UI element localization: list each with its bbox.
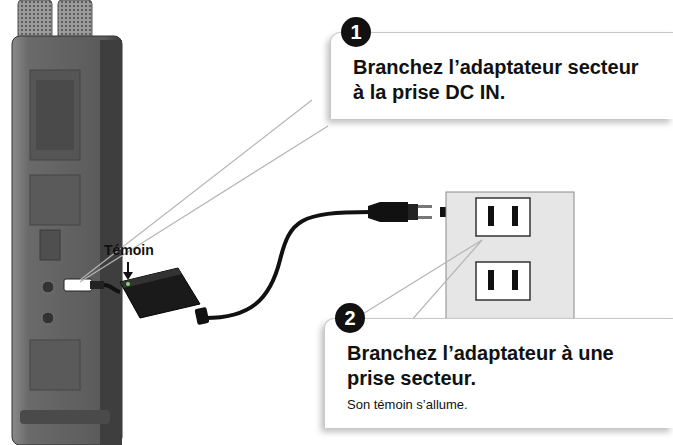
cable — [205, 212, 370, 318]
wall-outlet — [446, 192, 574, 320]
part-label: Témoin — [104, 242, 154, 258]
cable — [104, 285, 120, 292]
callout-box: 2Branchez l’adaptateur à une prise secte… — [324, 318, 673, 428]
ac-adapter — [120, 268, 210, 325]
instruction-text: Branchez l’adaptateur à une prise secteu… — [347, 341, 655, 391]
callout-box: 1Branchez l’adaptateur secteur à la pris… — [330, 32, 673, 119]
callout-number: 2 — [335, 303, 365, 333]
instruction-text: Branchez l’adaptateur secteur à la prise… — [353, 55, 655, 105]
recorder — [12, 0, 122, 445]
callout-number: 1 — [341, 17, 371, 47]
indicator-arrow — [123, 272, 133, 280]
note-text: Son témoin s’allume. — [347, 396, 655, 414]
